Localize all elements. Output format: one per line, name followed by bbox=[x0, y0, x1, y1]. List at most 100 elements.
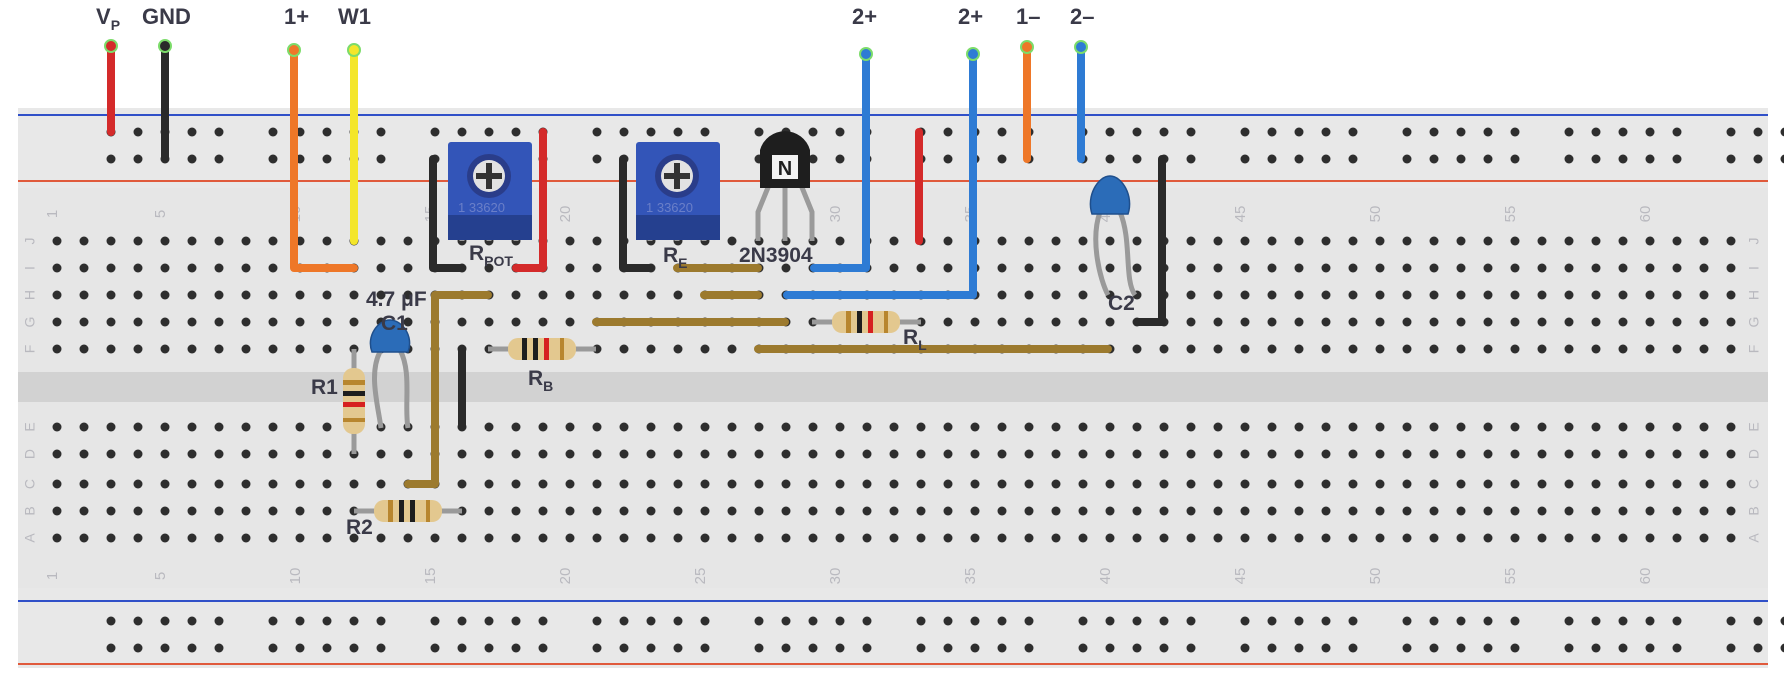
hole bbox=[1294, 643, 1304, 653]
hole bbox=[1726, 236, 1736, 246]
hole bbox=[1618, 506, 1628, 516]
hole bbox=[133, 479, 143, 489]
hole bbox=[1294, 236, 1304, 246]
hole bbox=[1348, 533, 1358, 543]
hole bbox=[214, 154, 224, 164]
hole bbox=[781, 616, 791, 626]
hole bbox=[1510, 479, 1520, 489]
hole bbox=[1213, 290, 1223, 300]
hole bbox=[1051, 290, 1061, 300]
column-number: 5 bbox=[152, 572, 169, 580]
hole bbox=[1591, 344, 1601, 354]
hole bbox=[1294, 154, 1304, 164]
hole bbox=[1510, 263, 1520, 273]
hole bbox=[1159, 344, 1169, 354]
hole bbox=[1024, 616, 1034, 626]
hole bbox=[511, 643, 521, 653]
hole bbox=[943, 643, 953, 653]
hole bbox=[1483, 290, 1493, 300]
hole bbox=[781, 506, 791, 516]
hole bbox=[1618, 643, 1628, 653]
hole bbox=[1105, 154, 1115, 164]
hole bbox=[1267, 317, 1277, 327]
hole bbox=[106, 263, 116, 273]
hole bbox=[889, 449, 899, 459]
column-number: 1 bbox=[44, 572, 61, 580]
hole bbox=[1645, 643, 1655, 653]
hole bbox=[619, 290, 629, 300]
hole bbox=[241, 236, 251, 246]
hole bbox=[1699, 236, 1709, 246]
hole bbox=[79, 290, 89, 300]
hole bbox=[268, 290, 278, 300]
hole bbox=[700, 616, 710, 626]
hole bbox=[808, 479, 818, 489]
hole bbox=[835, 422, 845, 432]
wire-2minus bbox=[1074, 40, 1088, 163]
hole bbox=[1294, 449, 1304, 459]
label-2plus-a: 2+ bbox=[852, 4, 877, 29]
hole bbox=[727, 506, 737, 516]
transistor-2n3904: N bbox=[755, 131, 815, 241]
label-vp: VP bbox=[96, 4, 120, 33]
hole bbox=[1429, 263, 1439, 273]
hole bbox=[295, 616, 305, 626]
hole bbox=[1483, 479, 1493, 489]
resistor-r2 bbox=[354, 500, 462, 522]
hole bbox=[997, 236, 1007, 246]
hole bbox=[1564, 422, 1574, 432]
hole bbox=[997, 449, 1007, 459]
hole bbox=[1375, 344, 1385, 354]
hole bbox=[322, 506, 332, 516]
hole bbox=[1051, 422, 1061, 432]
hole bbox=[1699, 506, 1709, 516]
hole bbox=[187, 344, 197, 354]
hole bbox=[1429, 154, 1439, 164]
row-letter: J bbox=[22, 238, 38, 245]
hole bbox=[997, 506, 1007, 516]
hole bbox=[1699, 533, 1709, 543]
hole bbox=[322, 479, 332, 489]
hole bbox=[1510, 317, 1520, 327]
hole bbox=[133, 643, 143, 653]
hole bbox=[565, 449, 575, 459]
wire-black-c2 bbox=[1133, 155, 1166, 326]
hole bbox=[1294, 290, 1304, 300]
hole bbox=[1213, 506, 1223, 516]
hole bbox=[619, 616, 629, 626]
hole bbox=[1429, 127, 1439, 137]
hole bbox=[1618, 479, 1628, 489]
hole bbox=[1726, 344, 1736, 354]
hole bbox=[1537, 290, 1547, 300]
hole bbox=[1186, 263, 1196, 273]
hole bbox=[1456, 154, 1466, 164]
label-rl: RL bbox=[903, 326, 927, 353]
hole bbox=[1645, 236, 1655, 246]
hole bbox=[1402, 263, 1412, 273]
hole bbox=[349, 616, 359, 626]
hole bbox=[376, 263, 386, 273]
hole bbox=[1672, 449, 1682, 459]
hole bbox=[484, 317, 494, 327]
hole bbox=[1159, 449, 1169, 459]
hole bbox=[1618, 449, 1628, 459]
hole bbox=[997, 479, 1007, 489]
hole bbox=[1267, 290, 1277, 300]
hole bbox=[592, 127, 602, 137]
hole bbox=[133, 533, 143, 543]
hole bbox=[646, 127, 656, 137]
column-number: 30 bbox=[827, 206, 844, 223]
hole bbox=[1618, 317, 1628, 327]
hole bbox=[241, 317, 251, 327]
hole bbox=[1483, 236, 1493, 246]
hole bbox=[673, 127, 683, 137]
hole bbox=[1402, 422, 1412, 432]
hole bbox=[52, 236, 62, 246]
hole bbox=[1564, 533, 1574, 543]
hole bbox=[808, 643, 818, 653]
hole bbox=[1321, 616, 1331, 626]
hole bbox=[1240, 449, 1250, 459]
hole bbox=[1780, 127, 1784, 137]
label-cap-value: 4.7 μF bbox=[366, 288, 427, 311]
wire-gnd bbox=[158, 39, 172, 163]
